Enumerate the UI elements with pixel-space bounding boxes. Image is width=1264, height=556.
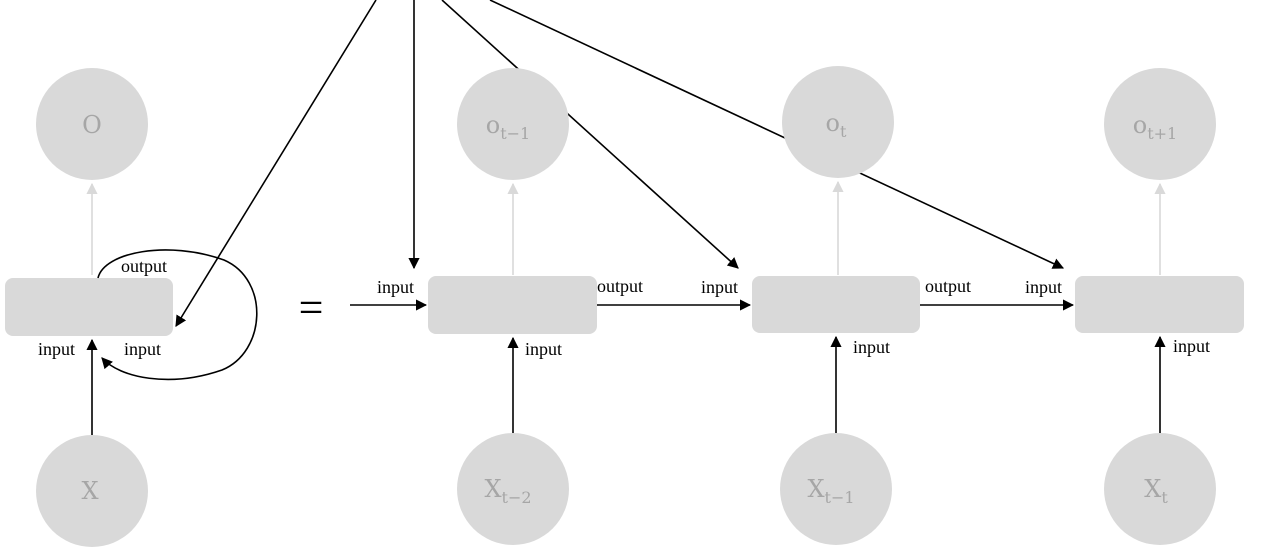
label-output-2: output <box>925 276 971 296</box>
input-node-1-label: X <box>484 475 501 503</box>
input-node-3 <box>1104 433 1216 545</box>
rnn-cell-1 <box>428 276 597 334</box>
svg-text:Xt: Xt <box>1144 475 1168 507</box>
label-input-left-3: input <box>1025 277 1062 297</box>
equals-sign: = <box>299 283 324 332</box>
folded-label-input-left: input <box>38 339 75 359</box>
top-arrow-to-folded-cell <box>175 0 377 327</box>
label-input-left-1: input <box>377 277 414 297</box>
label-input-bottom-3: input <box>1173 336 1210 356</box>
folded-output-node <box>36 68 148 180</box>
svg-text:X: X <box>81 477 98 505</box>
folded-input-label: X <box>81 477 98 505</box>
input-node-3-label: X <box>1144 475 1161 503</box>
svg-text:O: O <box>82 111 102 139</box>
folded-input-node <box>36 435 148 547</box>
output-node-1-label: o <box>486 111 500 139</box>
output-node-3 <box>1104 68 1216 180</box>
rnn-cell-3 <box>1075 276 1244 333</box>
folded-cell <box>5 278 173 336</box>
folded-label-input-right: input <box>124 339 161 359</box>
folded-label-output: output <box>121 256 167 276</box>
label-input-bottom-1: input <box>525 339 562 359</box>
svg-text:ot: ot <box>826 109 847 141</box>
label-input-left-2: input <box>701 277 738 297</box>
svg-text:ot+1: ot+1 <box>1133 111 1177 143</box>
label-input-bottom-2: input <box>853 337 890 357</box>
label-output-1: output <box>597 276 643 296</box>
svg-text:Xt−2: Xt−2 <box>484 475 531 507</box>
top-arrow-to-input-2 <box>441 0 739 269</box>
folded-loop-arrow <box>97 249 258 381</box>
output-node-2 <box>782 66 894 178</box>
svg-text:ot−1: ot−1 <box>486 111 530 143</box>
output-node-1 <box>457 68 569 180</box>
folded-output-label: O <box>82 111 102 139</box>
output-node-3-label: o <box>1133 111 1147 139</box>
input-node-1 <box>457 433 569 545</box>
top-arrow-to-input-3 <box>489 0 1065 269</box>
input-node-2-label: X <box>807 475 824 503</box>
svg-text:Xt−1: Xt−1 <box>807 475 854 507</box>
rnn-cell-2 <box>752 276 920 333</box>
input-node-2 <box>780 433 892 545</box>
unrolled-rnn: ot−1 Xt−2 ot Xt−1 ot+1 Xt input output i… <box>350 66 1244 545</box>
folded-rnn: O X output input input <box>5 68 258 547</box>
output-node-2-label: o <box>826 109 840 137</box>
